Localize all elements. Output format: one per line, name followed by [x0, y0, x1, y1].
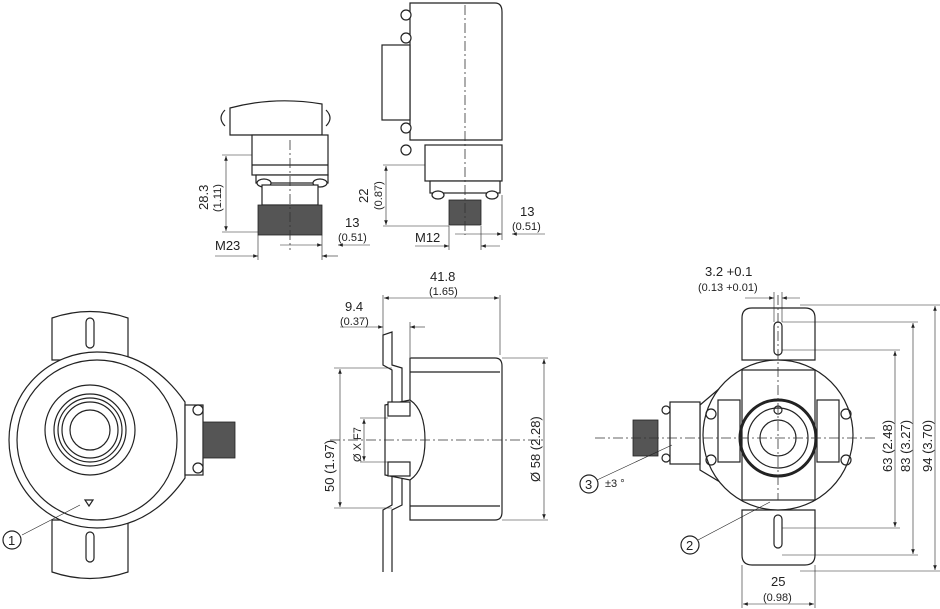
- dim-depth-in: (1.65): [429, 286, 458, 298]
- dim-flange-in: (0.37): [340, 316, 369, 328]
- dim-offset-in: (0.51): [512, 221, 541, 233]
- dim-offset: 13: [520, 204, 534, 219]
- dim-83: 83 (3.27): [898, 420, 913, 472]
- view-m12-connector: 22 (0.87) M12 13 (0.51): [356, 2, 545, 250]
- dim-diameter: Ø 58 (2.28): [528, 416, 543, 482]
- dim-depth: 41.8: [430, 269, 455, 284]
- callout-2: 2: [686, 538, 693, 553]
- dim-height-in: (1.11): [212, 184, 224, 212]
- dim-offset: 13: [345, 215, 359, 230]
- view-m23-connector: 28.3 (1.11) M23 13 (0.51): [196, 100, 370, 260]
- dim-width: 25: [771, 574, 785, 589]
- callout-1: 1: [8, 533, 15, 548]
- thread-label: M12: [415, 230, 440, 245]
- angle-tolerance: ±3 °: [605, 478, 625, 490]
- dim-bore: 50 (1.97): [322, 440, 337, 492]
- rear-view: 3.2 +0.1 (0.13 +0.01) 63 (2.48) 83 (3.27…: [579, 264, 940, 608]
- callout-3: 3: [585, 477, 592, 492]
- thread-label: M23: [215, 238, 240, 253]
- dim-63: 63 (2.48): [880, 420, 895, 472]
- dim-flange: 9.4: [345, 299, 363, 314]
- dim-slot: 3.2 +0.1: [705, 264, 752, 279]
- dim-slot-in: (0.13 +0.01): [698, 282, 758, 294]
- front-view: 1: [2, 310, 236, 580]
- dim-height: 28.3: [196, 185, 211, 210]
- dim-shaft: Ø X F7: [352, 427, 364, 462]
- dim-height: 22: [356, 189, 371, 203]
- side-view: 41.8 (1.65) 9.4 (0.37) 50 (1.97) Ø X F7 …: [322, 269, 548, 572]
- dim-height-in: (0.87): [373, 181, 385, 210]
- dim-94: 94 (3.70): [920, 420, 935, 472]
- dim-width-in: (0.98): [763, 592, 792, 604]
- dim-offset-in: (0.51): [338, 232, 367, 244]
